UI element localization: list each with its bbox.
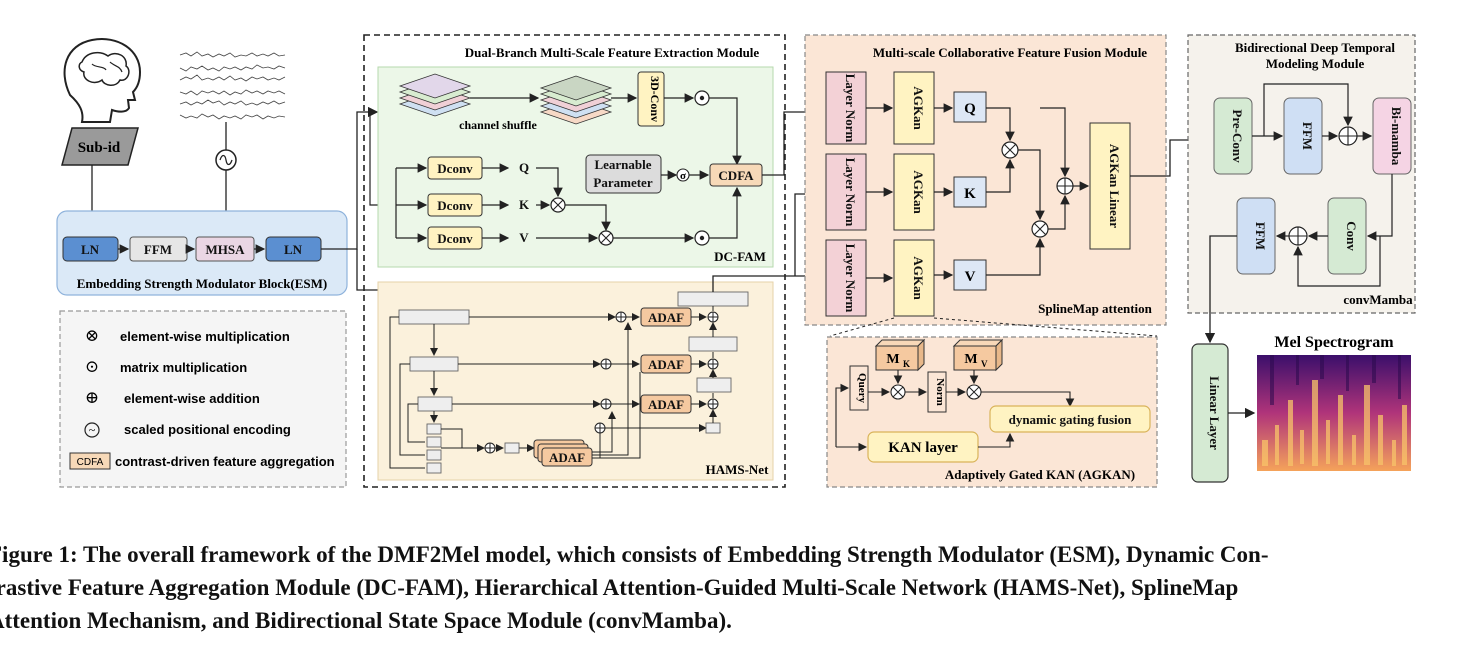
svg-text:ADAF: ADAF xyxy=(648,397,684,412)
hams-net-block: ADAF ADAF ADAF ADAF xyxy=(377,281,774,481)
svg-text:FFM: FFM xyxy=(1253,222,1268,250)
bdtm-title-1: Bidirectional Deep Temporal xyxy=(1235,40,1395,55)
mcff-title: Multi-scale Collaborative Feature Fusion… xyxy=(873,45,1147,60)
legend-symbol-0: ⊗ xyxy=(85,326,99,345)
svg-text:MHSA: MHSA xyxy=(206,242,246,257)
agkan-3 xyxy=(893,239,935,317)
layer-norm-2 xyxy=(825,153,867,231)
agkan-title: Adaptively Gated KAN (AGKAN) xyxy=(945,467,1135,482)
learnable-parameter-box xyxy=(585,154,662,194)
svg-text:K: K xyxy=(964,186,976,202)
dual-branch-module xyxy=(363,34,786,488)
svg-text:Parameter: Parameter xyxy=(593,175,652,190)
svg-text:AGKan: AGKan xyxy=(911,170,926,214)
svg-text:FFM: FFM xyxy=(1300,122,1315,150)
legend-symbol-1: ⊙ xyxy=(85,357,99,376)
brain-head-icon xyxy=(63,38,142,123)
svg-text:LN: LN xyxy=(81,242,100,257)
svg-text:Q: Q xyxy=(519,160,529,175)
convmamba-label: convMamba xyxy=(1343,292,1413,307)
mel-spectrogram-image xyxy=(1257,355,1411,471)
positional-encoding-icon xyxy=(215,149,237,171)
legend-text-2: element-wise addition xyxy=(124,391,260,406)
caption-line-2: trastive Feature Aggregation Module (DC-… xyxy=(0,575,1239,600)
agkan-2 xyxy=(893,153,935,231)
svg-text:Dconv: Dconv xyxy=(437,231,473,246)
legend-cdfa-text: contrast-driven feature aggregation xyxy=(115,454,335,469)
splinemap-label: SplineMap attention xyxy=(1038,301,1153,316)
svg-text:dynamic gating fusion: dynamic gating fusion xyxy=(1009,412,1133,427)
svg-text:ADAF: ADAF xyxy=(549,450,585,465)
svg-text:Sub-id: Sub-id xyxy=(78,140,121,156)
sigma-icon: σ xyxy=(680,170,686,182)
caption-line-1: Figure 1: The overall framework of the D… xyxy=(0,542,1269,567)
caption-line-3: Attention Mechanism, and Bidirectional S… xyxy=(0,608,732,633)
svg-text:Learnable: Learnable xyxy=(594,157,651,172)
dc-fam-title: DC-FAM xyxy=(714,249,766,264)
figure-caption: Figure 1: The overall framework of the D… xyxy=(0,538,1475,637)
svg-text:Pre-Conv: Pre-Conv xyxy=(1230,109,1245,163)
svg-text:K: K xyxy=(903,359,910,369)
legend-text-0: element-wise multiplication xyxy=(120,329,290,344)
q-box xyxy=(953,91,987,123)
svg-text:Bi-mamba: Bi-mamba xyxy=(1389,107,1404,166)
bdtm-module: Bidirectional Deep Temporal Modeling Mod… xyxy=(1187,34,1416,314)
legend-cdfa-tag: CDFA xyxy=(77,457,104,468)
svg-text:Conv: Conv xyxy=(1344,221,1359,251)
eeg-signal-icon xyxy=(179,51,286,120)
svg-text:ADAF: ADAF xyxy=(648,310,684,325)
svg-text:Layer Norm: Layer Norm xyxy=(843,74,858,143)
diagram: Sub-id LN FFM MHSA LN Embedding Strength… xyxy=(56,34,1416,488)
agkan-module: Query M K M V Norm dynamic gating fusion… xyxy=(826,336,1158,488)
svg-text:V: V xyxy=(965,269,976,285)
query-box xyxy=(849,365,869,411)
adaf-box-4 xyxy=(541,447,593,467)
svg-text:CDFA: CDFA xyxy=(718,168,754,183)
sub-id-input: Sub-id xyxy=(61,127,139,166)
conv3d-box xyxy=(637,71,665,127)
esm-title: Embedding Strength Modulator Block(ESM) xyxy=(77,276,328,291)
dc-fam-block: channel shuffle 3D-Conv Dconv Dconv Dcon… xyxy=(377,66,774,268)
mk-box xyxy=(875,345,919,371)
svg-text:Q: Q xyxy=(964,101,976,117)
svg-text:3D-Conv: 3D-Conv xyxy=(648,76,662,122)
svg-text:LN: LN xyxy=(284,242,303,257)
svg-text:K: K xyxy=(519,197,530,212)
mcff-module: Multi-scale Collaborative Feature Fusion… xyxy=(804,34,1167,326)
svg-text:Layer Norm: Layer Norm xyxy=(843,158,858,227)
mel-title: Mel Spectrogram xyxy=(1274,334,1394,351)
svg-text:FFM: FFM xyxy=(144,242,172,257)
svg-text:AGKan: AGKan xyxy=(911,86,926,130)
legend-symbol-2: ⊕ xyxy=(85,388,99,407)
svg-text:M: M xyxy=(886,352,899,367)
svg-text:Linear Layer: Linear Layer xyxy=(1207,376,1222,450)
svg-text:Dconv: Dconv xyxy=(437,198,473,213)
svg-text:channel shuffle: channel shuffle xyxy=(459,118,537,132)
v-box xyxy=(953,259,987,291)
agkan-linear-box xyxy=(1089,122,1131,250)
layer-norm-1 xyxy=(825,71,867,145)
svg-text:V: V xyxy=(981,359,988,369)
svg-text:Layer Norm: Layer Norm xyxy=(843,244,858,313)
svg-text:V: V xyxy=(519,230,529,245)
bdtm-title-2: Modeling Module xyxy=(1266,56,1365,71)
legend-text-1: matrix multiplication xyxy=(120,360,247,375)
svg-text:AGKan: AGKan xyxy=(911,256,926,300)
dynamic-gating-fusion-box xyxy=(989,405,1151,433)
agkan-1 xyxy=(893,71,935,145)
svg-text:M: M xyxy=(964,352,977,367)
hams-net-title: HAMS-Net xyxy=(706,462,769,477)
dual-branch-title: Dual-Branch Multi-Scale Feature Extracti… xyxy=(465,45,760,60)
legend-text-3: scaled positional encoding xyxy=(124,422,291,437)
esm-block: LN FFM MHSA LN Embedding Strength Modula… xyxy=(56,210,348,296)
svg-text:Query: Query xyxy=(856,373,868,403)
svg-text:Dconv: Dconv xyxy=(437,161,473,176)
svg-text:ADAF: ADAF xyxy=(648,357,684,372)
svg-text:Norm: Norm xyxy=(934,378,946,406)
svg-text:AGKan Linear: AGKan Linear xyxy=(1107,144,1122,228)
legend: ⊗ element-wise multiplication ⊙ matrix m… xyxy=(59,310,347,488)
legend-symbol-3: ~ xyxy=(89,423,96,437)
svg-text:KAN layer: KAN layer xyxy=(888,440,958,456)
